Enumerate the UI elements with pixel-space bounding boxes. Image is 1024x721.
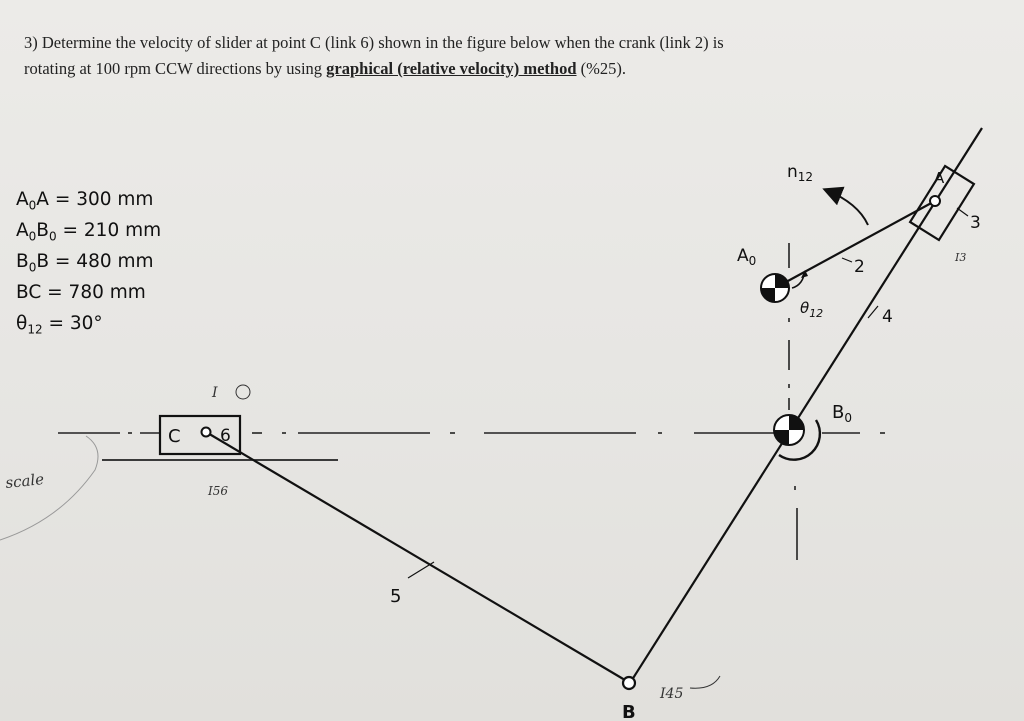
problem-line-2-text: rotating at 100 rpm CCW directions by us… — [24, 59, 327, 78]
handwritten-i3: I3 — [954, 251, 966, 264]
label-link-6: 6 — [220, 426, 231, 446]
problem-line-2-suffix: (%25). — [576, 59, 627, 78]
pin-c — [200, 426, 212, 438]
given-theta12: θ12 = 30° — [16, 313, 103, 337]
theta12-arrow-up — [801, 270, 808, 278]
slider-block-3 — [908, 164, 976, 242]
given-a0a: A0A = 300 mm — [16, 189, 154, 213]
label-link-4: 4 — [882, 307, 893, 327]
handwritten-circle-i16 — [235, 384, 251, 400]
link-5-leader — [407, 561, 435, 579]
label-a0: A0 — [737, 246, 756, 268]
pin-a — [929, 195, 941, 207]
label-a: A — [934, 169, 945, 187]
vertical-centerline — [788, 243, 798, 560]
link-5-connecting-rod — [205, 431, 631, 684]
label-theta12: θ12 — [800, 299, 823, 320]
handwritten-i56: I56 — [207, 484, 228, 498]
handwritten-i16: I — [211, 385, 218, 401]
link-2-leader — [841, 257, 853, 263]
problem-line-1: 3) Determine the velocity of slider at p… — [24, 33, 724, 52]
ground-pivot-b0 — [773, 414, 822, 461]
link-3-leader — [956, 207, 969, 217]
label-b0: B0 — [832, 402, 852, 425]
link-4-leader — [867, 305, 879, 319]
link-4 — [629, 127, 983, 684]
given-bc: BC = 780 mm — [16, 282, 146, 303]
label-b: B — [622, 702, 636, 721]
label-link-5: 5 — [390, 586, 401, 607]
given-dimensions: A0A = 300 mm A0B0 = 210 mm B0B = 480 mm … — [16, 184, 161, 339]
pencil-curve — [0, 435, 99, 541]
label-n12: n12 — [787, 162, 813, 184]
n12-arrow — [822, 186, 869, 226]
given-b0b: B0B = 480 mm — [16, 251, 154, 275]
given-a0b0: A0B0 = 210 mm — [16, 220, 162, 244]
slider-block-6 — [158, 414, 242, 456]
pin-b — [621, 675, 637, 691]
ground-pivot-a0 — [760, 273, 790, 303]
handwritten-scale: scale — [5, 470, 46, 492]
label-c: C — [168, 426, 181, 447]
problem-line-2: rotating at 100 rpm CCW directions by us… — [24, 56, 1004, 82]
label-link-2: 2 — [854, 257, 865, 277]
problem-statement: 3) Determine the velocity of slider at p… — [24, 30, 1004, 82]
label-link-3: 3 — [970, 213, 981, 233]
pencil-arc-i45 — [689, 675, 721, 689]
link-2-crank — [774, 200, 936, 289]
handwritten-i45: I45 — [659, 686, 683, 702]
method-name: graphical (relative velocity) method — [326, 59, 577, 78]
